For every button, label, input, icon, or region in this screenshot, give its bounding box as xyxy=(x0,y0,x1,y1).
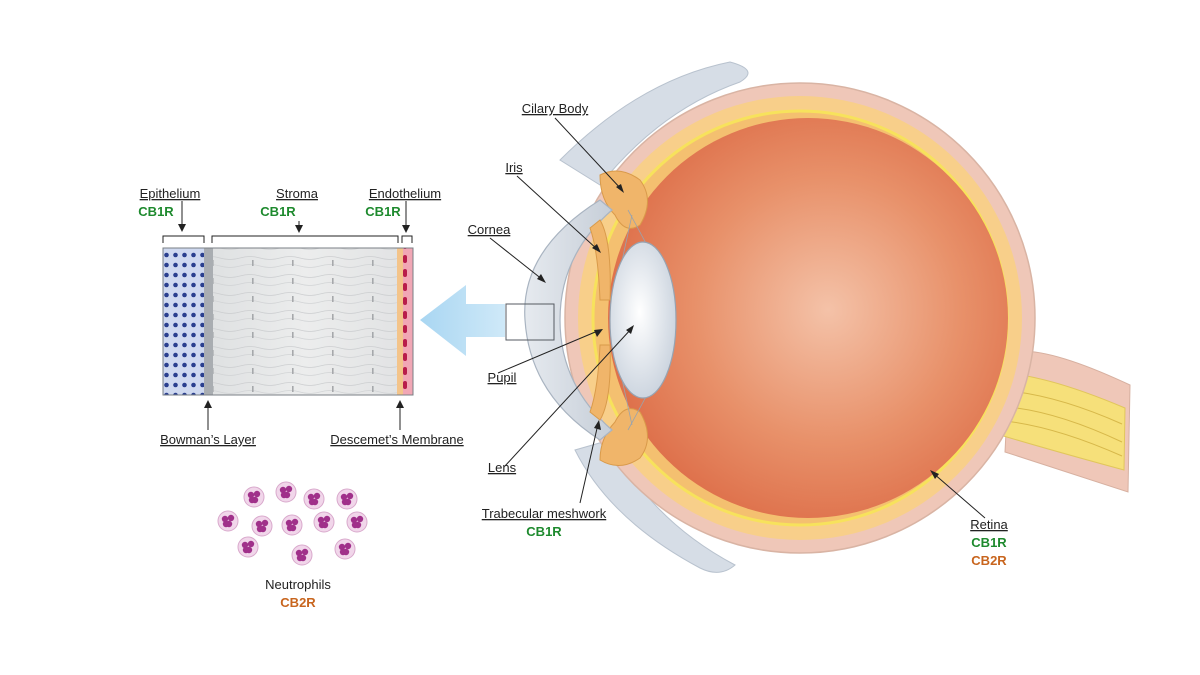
retina-label: Retina xyxy=(970,517,1008,532)
ciliary-body-upper xyxy=(599,170,648,229)
neutrophil-nucleus-lobe xyxy=(296,554,304,562)
neutrophil-nucleus-lobe xyxy=(323,515,331,523)
eye-leaders xyxy=(489,117,986,519)
neutrophil-nucleus-lobe xyxy=(340,493,348,501)
cornea-leaders xyxy=(178,201,410,430)
descemets-membrane-label: Descemet’s Membrane xyxy=(330,432,463,447)
neutrophil-cluster xyxy=(217,481,368,566)
pupil-label: Pupil xyxy=(488,370,517,385)
epithelium-label: Epithelium xyxy=(140,186,201,201)
lens-label: Lens xyxy=(488,460,517,475)
neutrophil-nucleus-lobe xyxy=(222,520,230,528)
cornea-shape xyxy=(524,199,613,441)
neutrophils-receptor: CB2R xyxy=(280,595,316,610)
endothelium-label: Endothelium xyxy=(369,186,441,201)
neutrophil-nucleus-lobe xyxy=(227,514,235,522)
neutrophil-nucleus-lobe xyxy=(242,546,250,554)
iris-upper xyxy=(589,219,611,301)
stroma-receptor: CB1R xyxy=(260,204,296,219)
descemets-membrane-band xyxy=(397,248,403,395)
neutrophil-nucleus-lobe xyxy=(291,518,299,526)
neutrophil-nucleus-lobe xyxy=(339,548,347,556)
neutrophil-nucleus-lobe xyxy=(317,516,325,524)
epithelium-receptor: CB1R xyxy=(138,204,174,219)
neutrophil-nucleus-lobe xyxy=(247,540,255,548)
neutrophil-nucleus-lobe xyxy=(255,520,263,528)
neutrophil-nucleus-lobe xyxy=(338,543,346,551)
endothelium-receptor: CB1R xyxy=(365,204,401,219)
neutrophil-nucleus-lobe xyxy=(295,549,303,557)
iris-lower xyxy=(589,344,611,421)
neutrophil-nucleus-lobe xyxy=(286,524,294,532)
neutrophil-nucleus-lobe xyxy=(351,521,359,529)
layer-brackets xyxy=(162,235,413,243)
neutrophil-nucleus-lobe xyxy=(285,485,293,493)
neutrophil-nucleus-lobe xyxy=(285,519,293,527)
neutrophil-nucleus-lobe xyxy=(261,519,269,527)
neutrophil-nucleus-lobe xyxy=(346,492,354,500)
retina-receptor-cb2: CB2R xyxy=(971,553,1007,568)
bowmans-layer-label: Bowman’s Layer xyxy=(160,432,257,447)
retina-receptor-cb1: CB1R xyxy=(971,535,1007,550)
cornea-detail xyxy=(162,247,414,396)
stroma-label: Stroma xyxy=(276,186,319,201)
bowmans-layer-band xyxy=(204,248,213,395)
neutrophil-nucleus-lobe xyxy=(356,515,364,523)
cornea-label: Cornea xyxy=(468,222,511,237)
neutrophil-nucleus-lobe xyxy=(341,498,349,506)
neutrophil-nucleus-lobe xyxy=(313,492,321,500)
vitreous-body xyxy=(608,118,1008,518)
neutrophil-nucleus-lobe xyxy=(301,548,309,556)
trabecular-meshwork-label: Trabecular meshwork xyxy=(482,506,607,521)
neutrophil-nucleus-lobe xyxy=(344,542,352,550)
endothelium-layer xyxy=(403,248,413,395)
neutrophils-label: Neutrophils xyxy=(265,577,331,592)
lens-shape xyxy=(609,241,677,399)
magnification-arrow xyxy=(420,285,505,356)
neutrophil-nucleus-lobe xyxy=(253,490,261,498)
neutrophil-nucleus-lobe xyxy=(241,541,249,549)
iris-label: Iris xyxy=(505,160,523,175)
neutrophil-nucleus-lobe xyxy=(279,486,287,494)
neutrophil-nucleus-lobe xyxy=(307,493,315,501)
ciliary-body-label: Cilary Body xyxy=(522,101,589,116)
eye-cross-section xyxy=(524,61,1131,573)
upper-eyelid xyxy=(559,61,749,186)
neutrophil-nucleus-lobe xyxy=(247,491,255,499)
neutrophil-nucleus-lobe xyxy=(318,521,326,529)
neutrophil-nucleus-lobe xyxy=(248,496,256,504)
epithelium-layer xyxy=(163,248,205,395)
neutrophil-nucleus-lobe xyxy=(350,516,358,524)
neutrophil-nucleus-lobe xyxy=(256,525,264,533)
neutrophil-nucleus-lobe xyxy=(280,491,288,499)
trabecular-meshwork-receptor: CB1R xyxy=(526,524,562,539)
neutrophil-nucleus-lobe xyxy=(308,498,316,506)
magnification-box xyxy=(505,303,555,341)
neutrophil-nucleus-lobe xyxy=(221,515,229,523)
